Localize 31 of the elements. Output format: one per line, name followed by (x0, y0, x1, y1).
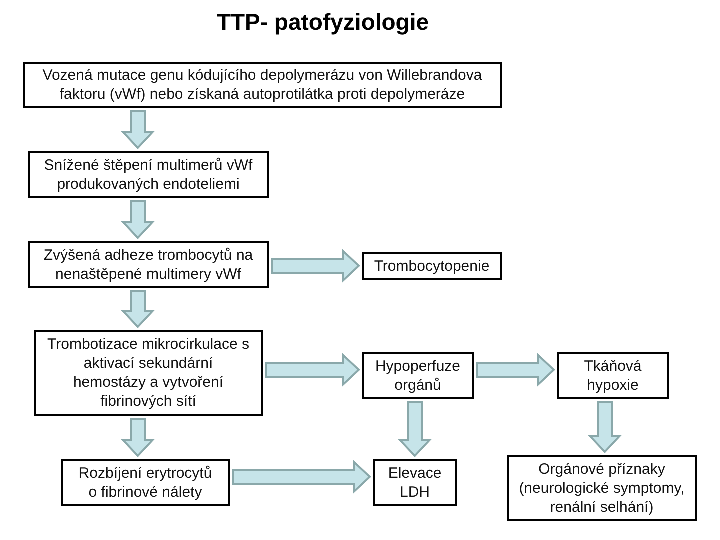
block-arrow (120, 290, 156, 328)
step-text: Rozbíjení erytrocytů o fibrinové nálety (78, 464, 214, 502)
process-box (362, 352, 474, 399)
step-text: Vozená mutace genu kódujícího depolymerázu von Willebrandova faktoru (vWf) nebo získaná autoprotilátka proti depolymeráze (42, 66, 484, 104)
block-arrow (476, 352, 556, 388)
block-arrow (398, 401, 432, 458)
process-box (557, 352, 669, 399)
process-box (28, 151, 269, 198)
step-text: Trombotizace mikrocirkulace s aktivací sekundární hemostázy a vytvoření fibrinových sítí (47, 335, 250, 411)
process-box (23, 62, 502, 108)
step-text: Trombocytopenie (374, 256, 490, 276)
step-text: Tkáňová hypoxie (583, 356, 643, 394)
step-text: Snížené štěpení multimerů vWf produkovaných endoteliemi (44, 156, 253, 194)
step-text: Orgánové příznaky (neurologické symptomy, renální selhání) (518, 460, 686, 516)
block-arrow (120, 110, 156, 150)
process-box (34, 330, 263, 416)
step-text: Elevace LDH (387, 464, 443, 502)
step-text: Hypoperfuze orgánů (374, 356, 462, 394)
process-box (507, 455, 697, 521)
process-box (61, 459, 230, 506)
block-arrow (120, 418, 156, 458)
process-box (362, 252, 502, 280)
block-arrow (265, 352, 360, 388)
block-arrow (588, 401, 622, 454)
process-box (373, 459, 457, 506)
process-box (28, 241, 269, 288)
block-arrow (232, 460, 372, 494)
block-arrow (271, 248, 360, 284)
diagram-title: TTP- patofyziologie (216, 8, 430, 37)
step-text: Zvýšená adheze trombocytů na nenaštěpené multimery vWf (42, 246, 254, 284)
block-arrow (120, 200, 156, 240)
